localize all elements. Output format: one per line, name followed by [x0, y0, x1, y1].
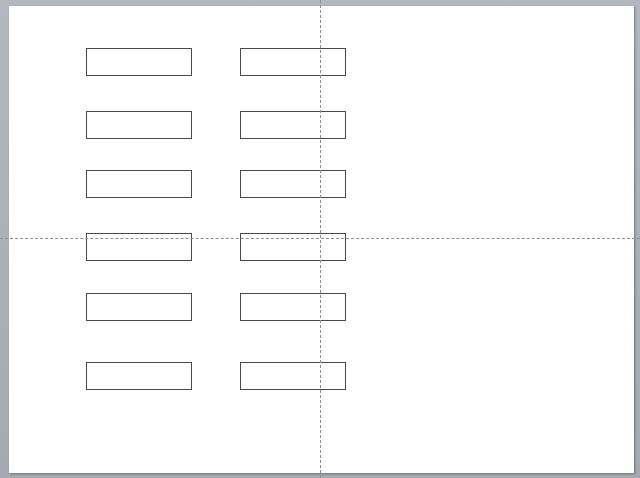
- rectangle-shape-r5-c1[interactable]: [86, 293, 192, 321]
- rectangle-shape-r4-c1[interactable]: [86, 233, 192, 261]
- rectangle-shape-r5-c2[interactable]: [240, 293, 346, 321]
- rectangle-shape-r2-c2[interactable]: [240, 111, 346, 139]
- slide-canvas[interactable]: [9, 6, 634, 473]
- rectangle-shape-r4-c2[interactable]: [240, 233, 346, 261]
- rectangle-shape-r6-c1[interactable]: [86, 362, 192, 390]
- rectangle-shape-r3-c1[interactable]: [86, 170, 192, 198]
- rectangle-shape-r1-c1[interactable]: [86, 48, 192, 76]
- rectangle-shape-r3-c2[interactable]: [240, 170, 346, 198]
- rectangle-shape-r2-c1[interactable]: [86, 111, 192, 139]
- horizontal-guide[interactable]: [0, 238, 640, 239]
- vertical-guide[interactable]: [320, 0, 321, 478]
- rectangle-shape-r6-c2[interactable]: [240, 362, 346, 390]
- rectangle-shape-r1-c2[interactable]: [240, 48, 346, 76]
